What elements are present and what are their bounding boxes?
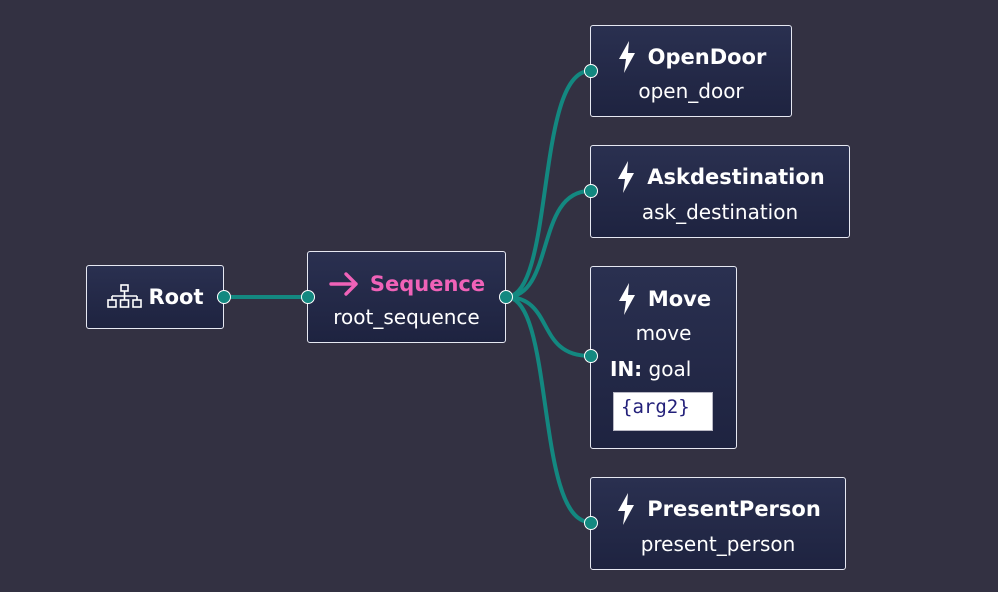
edge-sequence-opendoor xyxy=(504,69,592,299)
tree-structure-icon xyxy=(106,283,143,311)
root-output-port[interactable] xyxy=(217,290,231,304)
lightning-icon xyxy=(616,40,638,74)
move-node[interactable]: Move move IN: goal {arg2} xyxy=(584,266,737,449)
edge-sequence-move xyxy=(504,295,592,358)
edge-sequence-askdestination xyxy=(504,189,592,299)
move-title: Move xyxy=(647,287,712,311)
root-title: Root xyxy=(148,285,204,309)
askdestination-node[interactable]: Askdestination ask_destination xyxy=(584,145,850,238)
presentperson-node[interactable]: PresentPerson present_person xyxy=(584,477,846,570)
presentperson-input-port[interactable] xyxy=(584,516,598,530)
port-direction-label: IN: xyxy=(610,357,643,381)
opendoor-title: OpenDoor xyxy=(647,45,767,69)
move-subtitle: move xyxy=(635,321,692,345)
askdestination-input-port[interactable] xyxy=(584,184,598,198)
askdestination-subtitle: ask_destination xyxy=(641,200,799,224)
opendoor-node[interactable]: OpenDoor open_door xyxy=(584,25,792,117)
port-name-label: goal xyxy=(648,357,692,381)
opendoor-input-port[interactable] xyxy=(584,64,598,78)
presentperson-subtitle: present_person xyxy=(640,532,796,556)
lightning-icon xyxy=(615,160,637,194)
presentperson-title: PresentPerson xyxy=(647,497,821,521)
goal-value-field[interactable]: {arg2} xyxy=(613,392,713,431)
arrow-right-icon xyxy=(328,271,360,297)
sequence-input-port[interactable] xyxy=(301,290,315,304)
move-port-row: IN: goal xyxy=(610,357,691,381)
lightning-icon xyxy=(615,492,637,526)
sequence-output-port[interactable] xyxy=(499,290,513,304)
sequence-subtitle: root_sequence xyxy=(333,305,480,329)
opendoor-subtitle: open_door xyxy=(638,79,744,103)
askdestination-title: Askdestination xyxy=(647,165,825,189)
root-node[interactable]: Root xyxy=(86,265,231,329)
sequence-node[interactable]: Sequence root_sequence xyxy=(301,251,513,343)
sequence-title: Sequence xyxy=(369,272,486,296)
move-input-port[interactable] xyxy=(584,349,598,363)
lightning-icon xyxy=(616,282,638,316)
edge-sequence-presentperson xyxy=(504,295,592,524)
